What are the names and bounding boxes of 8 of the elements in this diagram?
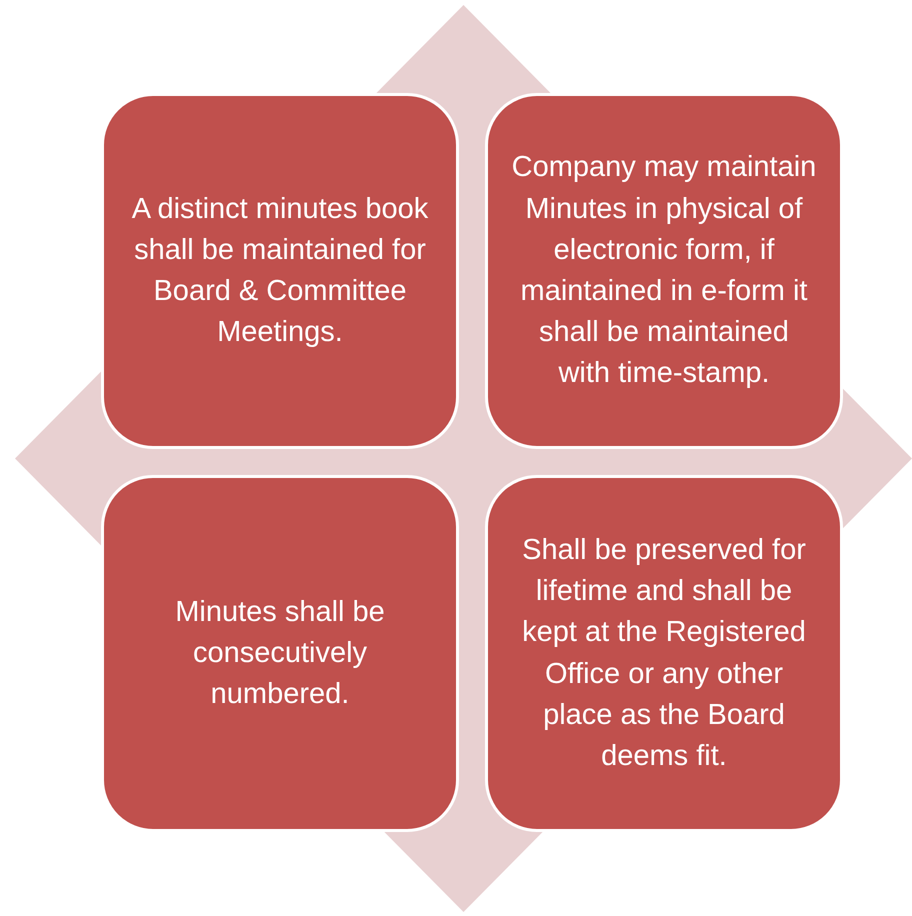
box-text: Minutes shall be consecutively numbered. xyxy=(174,594,386,712)
rounded-box xyxy=(101,93,459,449)
box-text: Company may maintain Minutes in physical of electronic form, if maintained in e-form it shall be maintained with time-stamp. xyxy=(510,150,818,392)
rounded-box xyxy=(101,475,459,832)
rounded-box xyxy=(485,475,843,832)
box-text: Shall be preserved for lifetime and shall be kept at the Registered Office or any other place as the Board deems fit. xyxy=(521,532,807,774)
rounded-box xyxy=(485,93,843,449)
box-text: A distinct minutes book shall be maintained for Board & Committee Meetings. xyxy=(130,192,430,350)
